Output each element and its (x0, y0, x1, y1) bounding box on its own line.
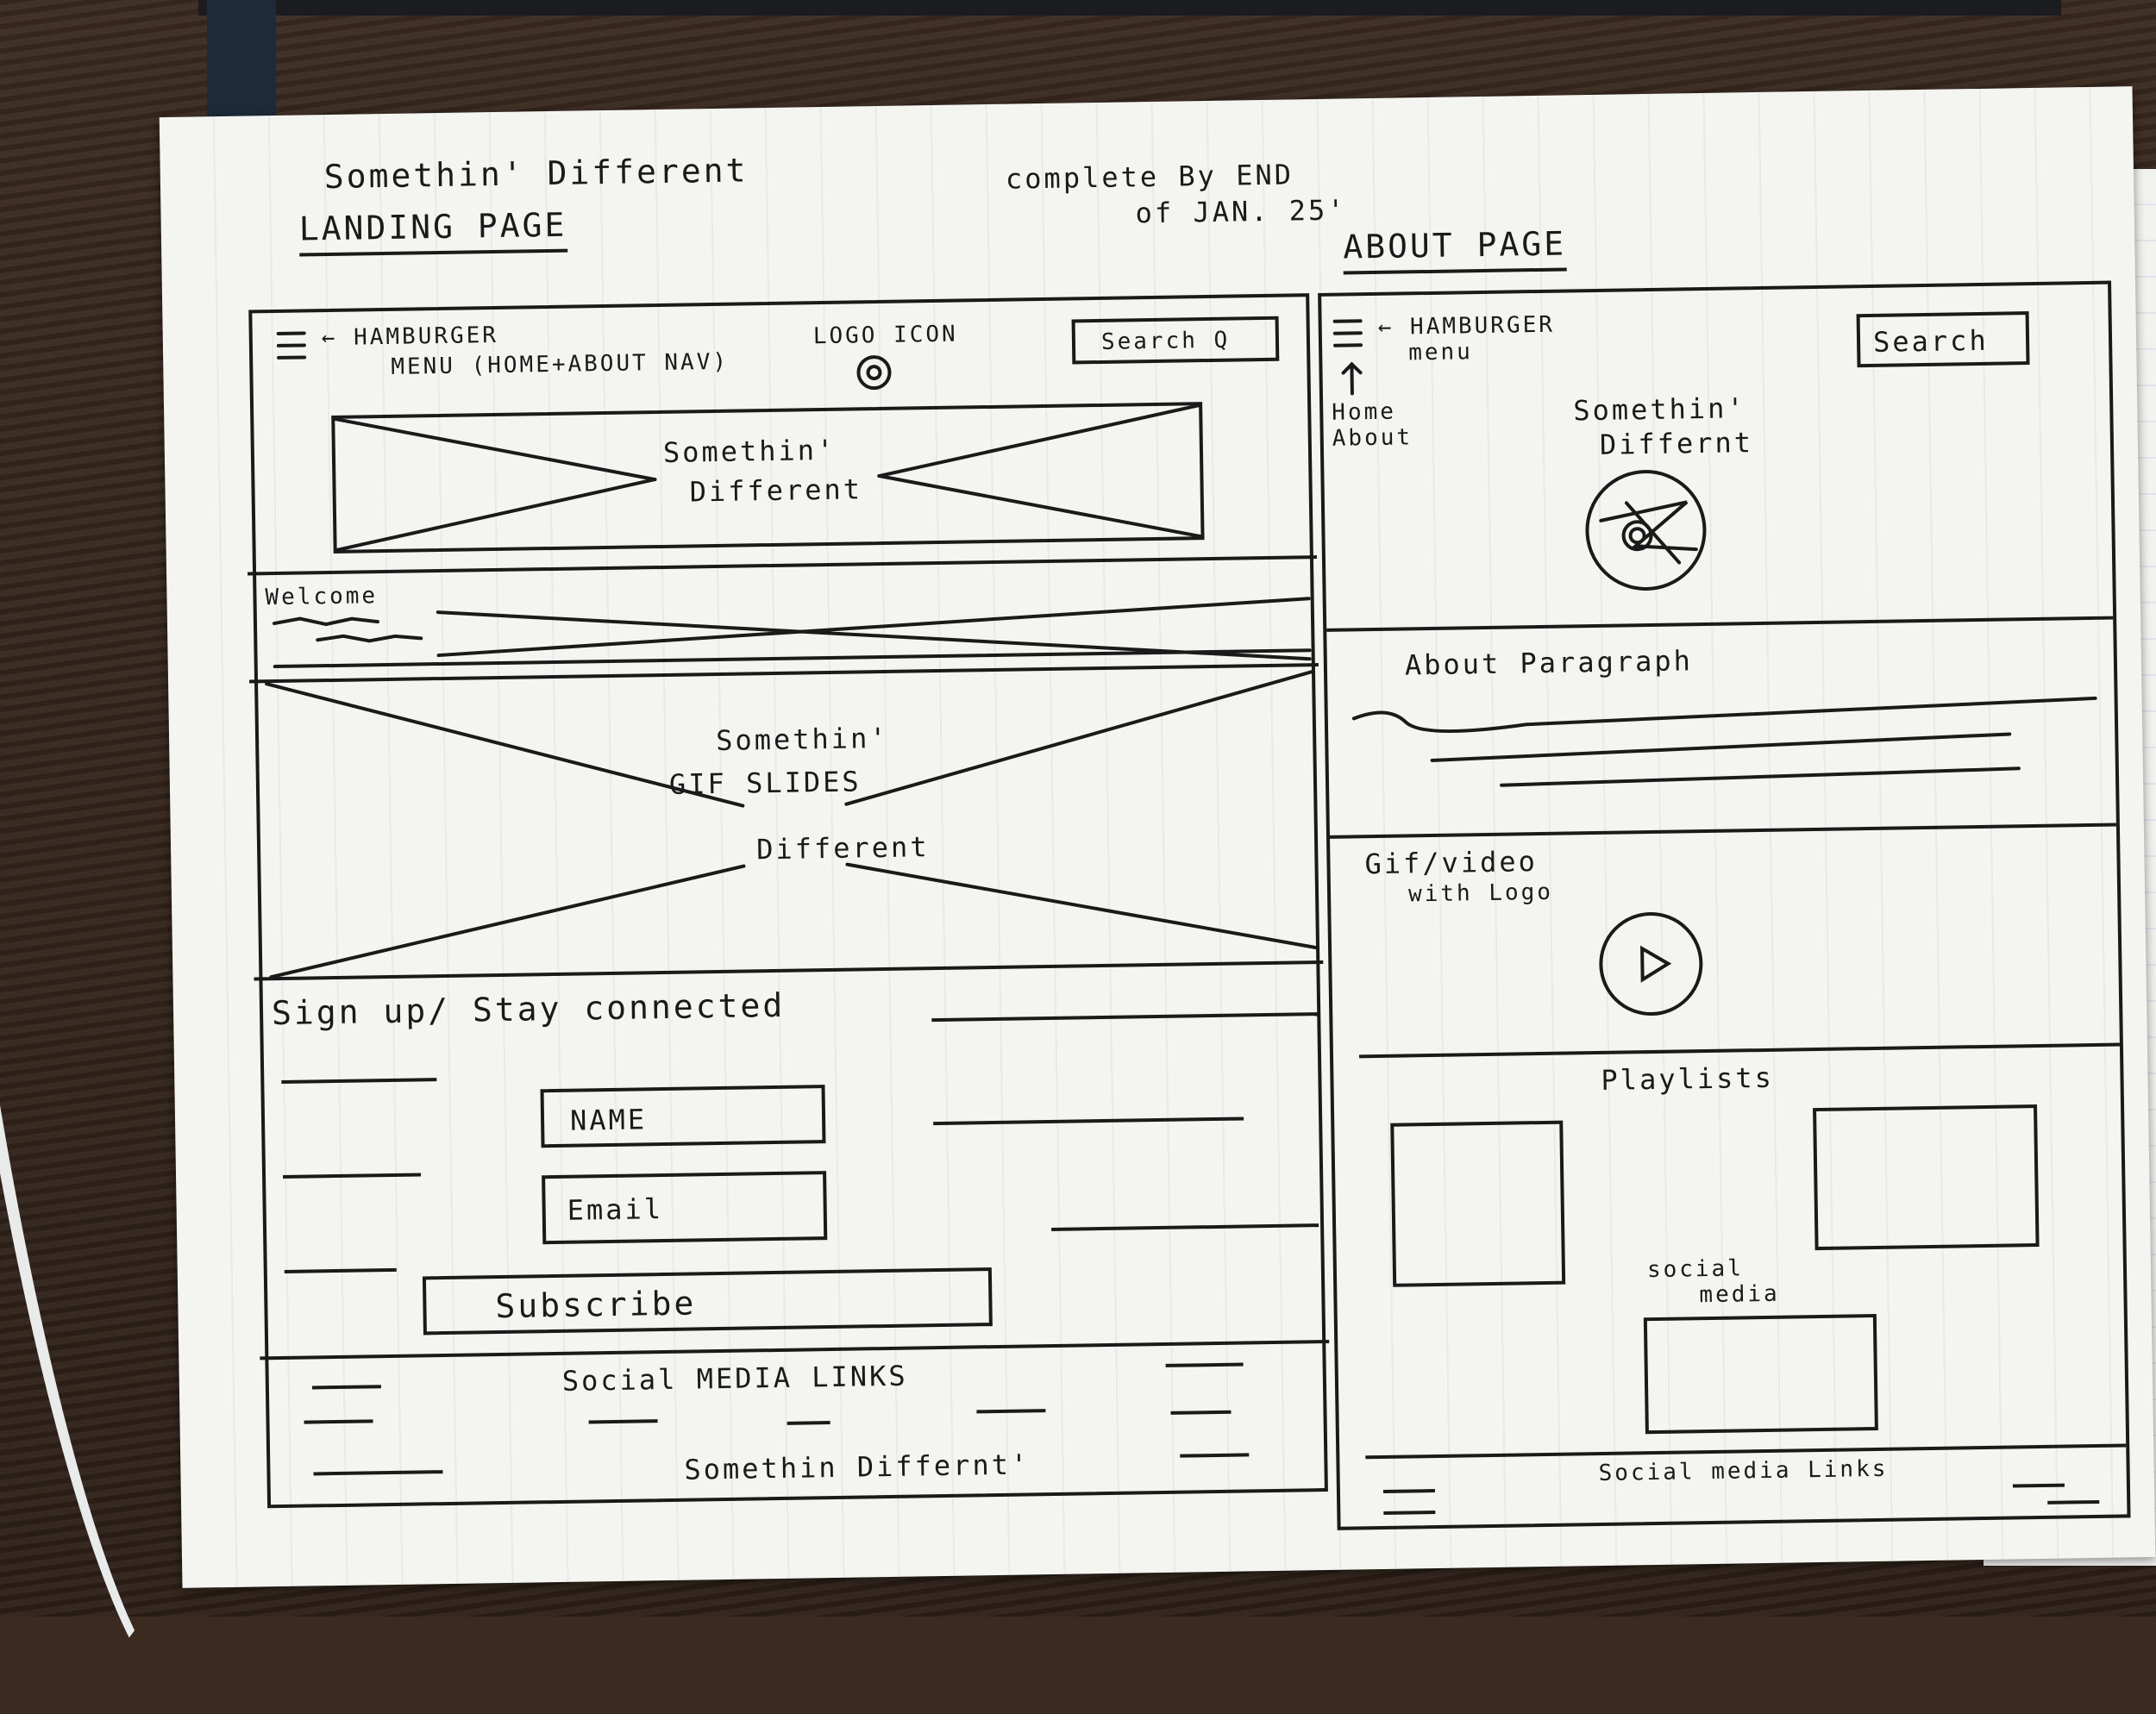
email-field-label: Email (567, 1192, 663, 1227)
placeholder-line (2013, 1484, 2065, 1488)
brand-text-2: Differnt (1600, 426, 1754, 461)
placeholder-line (976, 1409, 1045, 1413)
hamburger-icon[interactable] (1335, 317, 1370, 353)
placeholder-line (2047, 1500, 2099, 1504)
social-links-label: Social MEDIA LINKS (562, 1360, 908, 1398)
name-field[interactable]: NAME (541, 1085, 826, 1148)
menu-annotation-2: menu (1408, 339, 1473, 366)
divider (248, 555, 1317, 575)
wireframe-sheet: Somethin' Different LANDING PAGE complet… (160, 86, 2156, 1588)
gif-slides-placeholder-x (258, 663, 1316, 977)
gif-video-label-2: with Logo (1408, 879, 1553, 908)
paragraph-placeholder (1354, 690, 2106, 805)
placeholder-line (304, 1419, 373, 1423)
nav-home[interactable]: Home (1332, 399, 1396, 426)
gif-text-2: GIF SLIDES (669, 765, 862, 800)
gif-text-3: Different (756, 830, 930, 866)
deadline-line-1: complete By END (1006, 158, 1294, 195)
divider (1330, 823, 2116, 839)
email-field[interactable]: Email (542, 1171, 827, 1244)
search-label: Search (1873, 324, 1989, 359)
landing-page-title: LANDING PAGE (298, 206, 567, 257)
deadline-line-2: of JAN. 25' (1135, 193, 1346, 229)
menu-annotation-1: ← HAMBURGER (322, 322, 499, 351)
placeholder-line (1166, 1363, 1244, 1367)
menu-annotation-1: ← HAMBURGER (1378, 312, 1556, 341)
about-wireframe: ← HAMBURGER menu Home About Search Somet… (1318, 281, 2130, 1530)
logo-icon[interactable] (1574, 467, 1722, 599)
subscribe-label: Subscribe (495, 1284, 697, 1325)
brand-text-1: Somethin' (1573, 391, 1746, 427)
placeholder-line (787, 1421, 830, 1425)
landing-wireframe: ← HAMBURGER MENU (HOME+ABOUT NAV) LOGO I… (248, 293, 1328, 1508)
name-field-label: NAME (570, 1103, 648, 1136)
hero-text-2: Different (689, 472, 862, 508)
placeholder-line (933, 1117, 1244, 1125)
placeholder-line (589, 1419, 658, 1423)
social-box-label-2: media (1699, 1281, 1780, 1308)
placeholder-line (1051, 1223, 1319, 1231)
placeholder-line (1180, 1453, 1249, 1457)
divider (1326, 616, 2113, 632)
signup-heading: Sign up/ Stay connected (272, 986, 786, 1032)
footer-brand: Somethin Differnt' (684, 1448, 1030, 1486)
search-box[interactable]: Search Q (1072, 316, 1280, 365)
placeholder-line (283, 1173, 421, 1179)
play-icon[interactable] (1598, 911, 1712, 1025)
search-box[interactable]: Search (1857, 311, 2030, 367)
playlists-heading: Playlists (1601, 1061, 1774, 1097)
gif-video-label-1: Gif/video (1364, 845, 1538, 880)
logo-icon[interactable] (856, 355, 900, 399)
divider (1365, 1443, 2126, 1459)
menu-annotation-2: MENU (HOME+ABOUT NAV) (391, 349, 729, 380)
placeholder-line (1383, 1511, 1435, 1515)
welcome-label: Welcome (265, 583, 378, 610)
subscribe-button[interactable]: Subscribe (423, 1267, 993, 1335)
hero-text-1: Somethin' (663, 434, 837, 469)
arrow-up-icon (1339, 360, 1366, 395)
brand-title: Somethin' Different (324, 151, 749, 196)
playlist-card-1[interactable] (1390, 1121, 1565, 1287)
laptop-edge (198, 0, 2061, 16)
hamburger-icon[interactable] (279, 329, 314, 365)
search-label: Search Q (1101, 328, 1231, 355)
social-links-label: Social media Links (1598, 1456, 1888, 1486)
divider (260, 1340, 1329, 1360)
divider (1359, 1043, 2120, 1059)
placeholder-line (931, 1012, 1319, 1022)
social-box-label-1: social (1647, 1255, 1744, 1283)
placeholder-line (312, 1385, 381, 1389)
placeholder-line (1383, 1489, 1435, 1493)
placeholder-line (313, 1470, 442, 1475)
about-paragraph-label: About Paragraph (1405, 644, 1694, 681)
social-media-box[interactable] (1644, 1314, 1878, 1434)
logo-annotation: LOGO ICON (813, 322, 958, 350)
playlist-card-2[interactable] (1813, 1104, 2040, 1250)
placeholder-line (281, 1078, 436, 1084)
hero-banner: Somethin' Different (331, 402, 1204, 554)
placeholder-line (1170, 1411, 1231, 1415)
about-page-title: ABOUT PAGE (1343, 224, 1567, 274)
nav-about[interactable]: About (1332, 424, 1413, 451)
placeholder-line (285, 1268, 397, 1273)
gif-text-1: Somethin' (716, 722, 889, 757)
